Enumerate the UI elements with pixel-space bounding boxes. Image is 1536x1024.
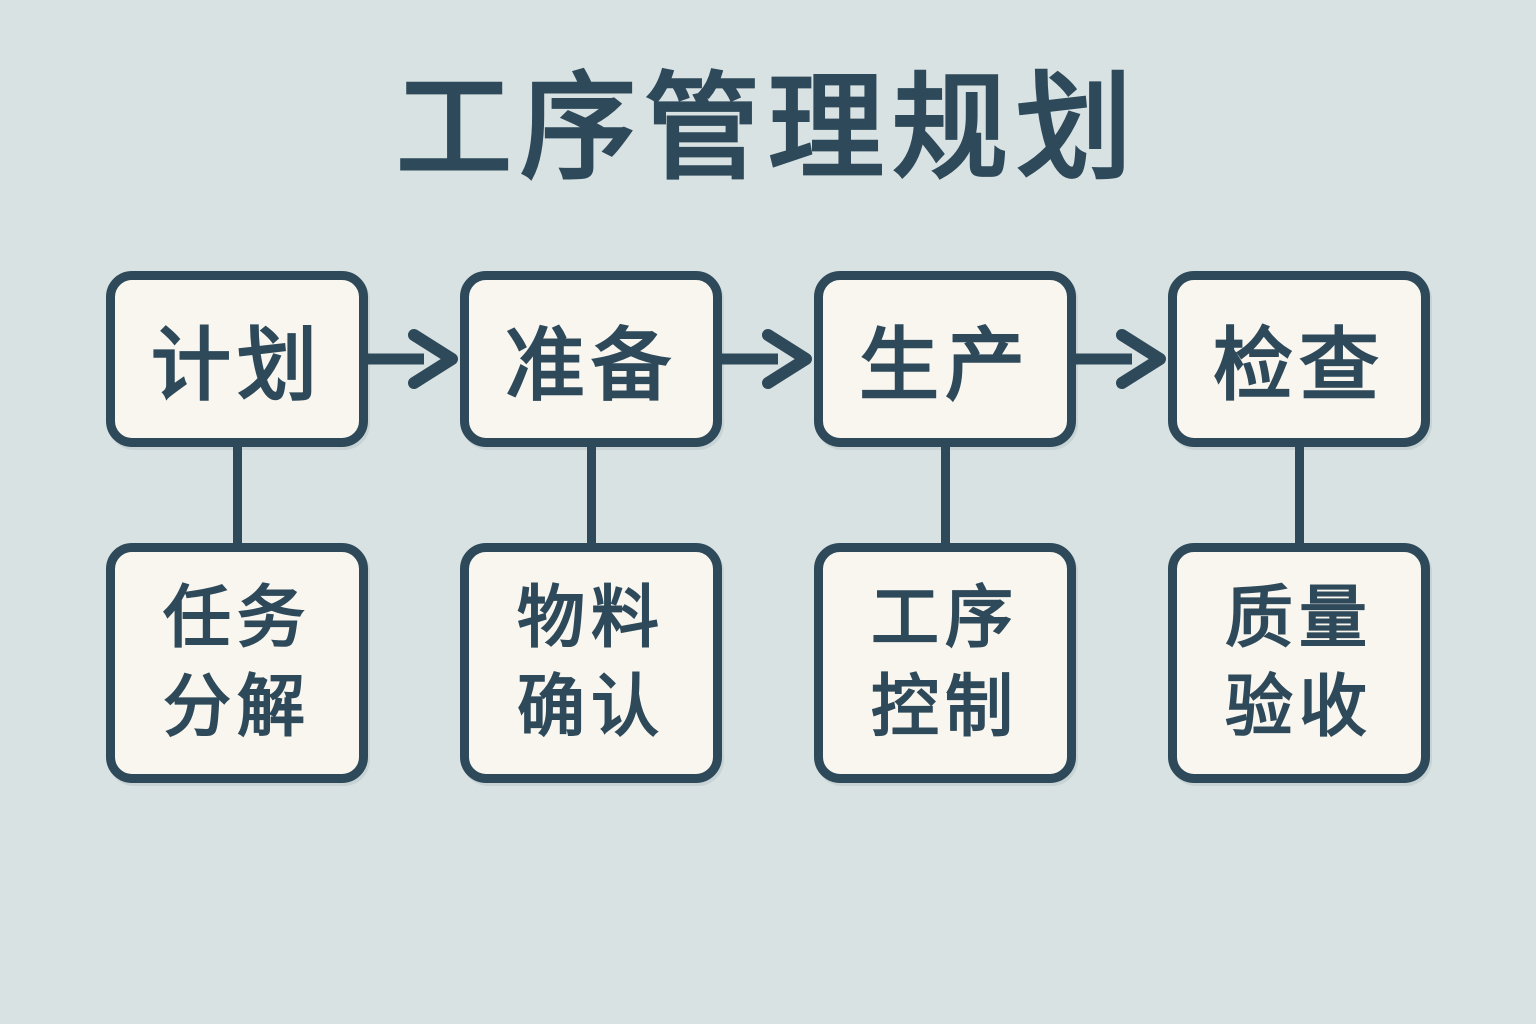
arrow-prepare-to-produce <box>722 271 814 447</box>
arrow-produce-to-inspect <box>1076 271 1168 447</box>
node-prepare: 准备 <box>460 271 722 448</box>
node-task-breakdown: 任务 分解 <box>106 543 368 784</box>
node-plan: 计划 <box>106 271 368 448</box>
vertical-connector <box>586 447 596 544</box>
stage-prepare: 准备 物料 确认 <box>460 271 722 784</box>
node-produce-label: 生产 <box>859 321 1031 411</box>
arrow-plan-to-prepare <box>368 271 460 447</box>
arrow-right-icon <box>1076 329 1166 390</box>
arrow-right-icon <box>722 329 812 390</box>
label-line: 物料 <box>516 579 665 656</box>
stage-inspect: 检查 质量 验收 <box>1168 271 1430 784</box>
vertical-connector <box>232 447 242 544</box>
label-line: 分解 <box>162 669 311 746</box>
node-quality-acceptance: 质量 验收 <box>1168 543 1430 784</box>
node-process-control: 工序 控制 <box>814 543 1076 784</box>
stage-produce: 生产 工序 控制 <box>814 271 1076 784</box>
vertical-connector <box>1294 447 1304 544</box>
label-line: 质量 <box>1224 579 1373 656</box>
node-task-breakdown-label: 任务 分解 <box>163 574 311 754</box>
node-material-confirm: 物料 确认 <box>460 543 722 784</box>
page-title: 工序管理规划 <box>396 63 1140 193</box>
node-inspect-label: 检查 <box>1213 321 1385 411</box>
node-process-control-label: 工序 控制 <box>871 574 1019 754</box>
node-prepare-label: 准备 <box>505 321 677 411</box>
label-line: 任务 <box>162 579 311 656</box>
label-line: 工序 <box>870 579 1019 656</box>
flow-diagram: 计划 任务 分解 准备 物料 <box>0 271 1536 784</box>
vertical-connector <box>940 447 950 544</box>
label-line: 确认 <box>516 669 665 746</box>
arrow-right-icon <box>368 329 458 390</box>
node-produce: 生产 <box>814 271 1076 448</box>
label-line: 验收 <box>1224 669 1373 746</box>
stage-plan: 计划 任务 分解 <box>106 271 368 784</box>
node-inspect: 检查 <box>1168 271 1430 448</box>
node-material-confirm-label: 物料 确认 <box>517 574 665 754</box>
label-line: 控制 <box>870 669 1019 746</box>
node-quality-acceptance-label: 质量 验收 <box>1225 574 1373 754</box>
node-plan-label: 计划 <box>151 321 323 411</box>
